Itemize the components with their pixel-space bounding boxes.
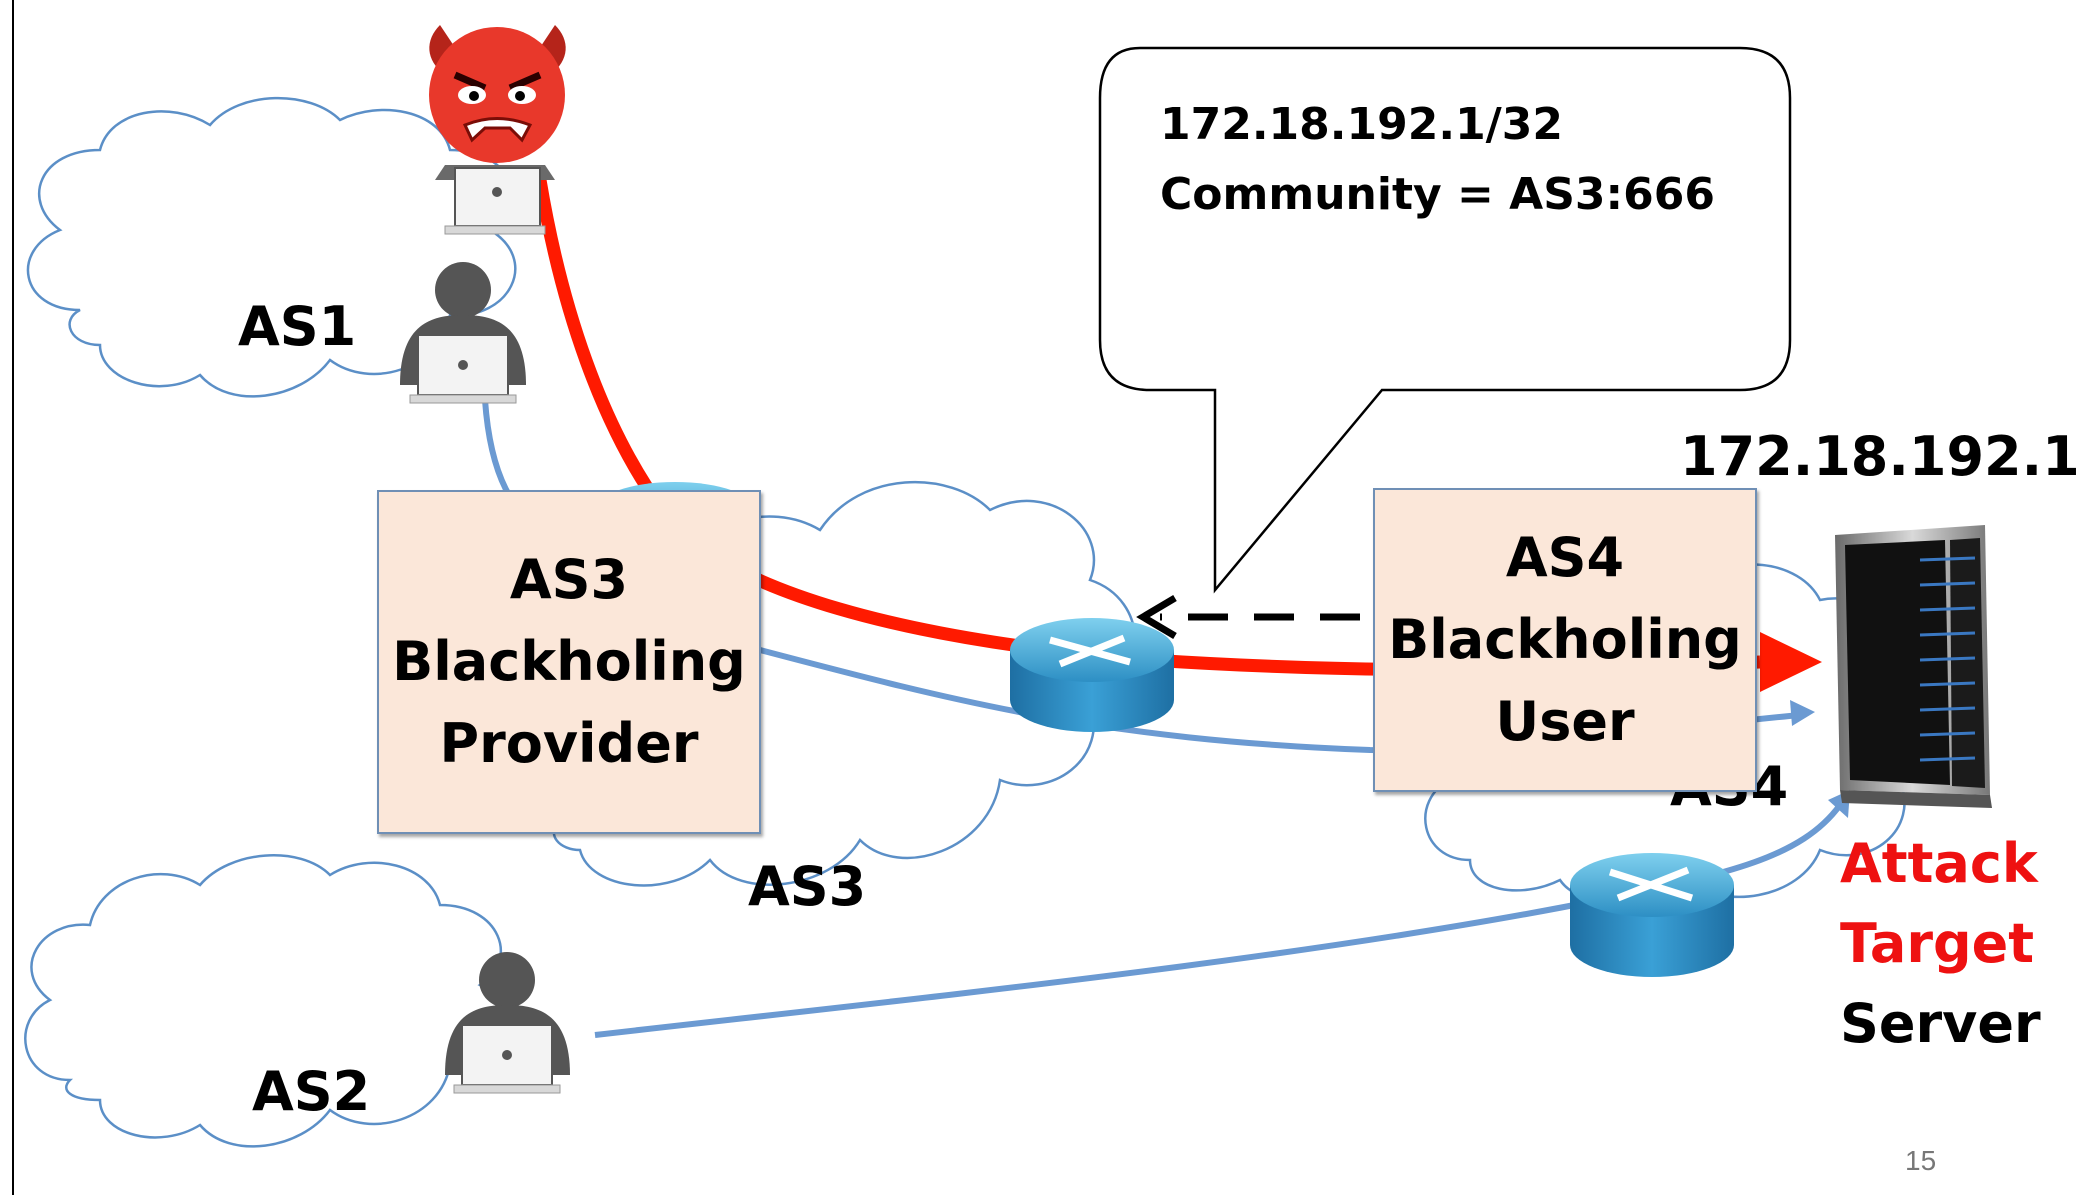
user-laptop-icon [445,952,570,1094]
server-label-attack: Attack [1840,832,2038,895]
as4-note-line-1: AS4 [1505,526,1625,589]
bgp-speech-bubble [1098,46,1792,594]
devil-icon [429,25,566,163]
bgp-announce-arrowhead [1136,594,1177,640]
page-number: 15 [1905,1145,1937,1176]
bgp-announcement-text: 172.18.192.1/32 Community = AS3:666 [1160,90,1715,230]
server-ip-label: 172.18.192.1 [1680,425,2080,488]
router-icon [1010,618,1174,732]
as4-note-line-3: User [1495,690,1635,753]
user-laptop-icon [435,165,555,235]
attack-arrowhead [1760,632,1822,692]
slide-left-border [12,0,14,1195]
legit-arrowhead-1 [1790,700,1815,726]
as4-user-note: AS4 Blackholing User [1373,488,1757,792]
bgp-community: Community = AS3:666 [1160,169,1715,220]
as3-note-line-3: Provider [439,712,699,775]
server-rack-icon [1835,525,1992,808]
cloud-label-as3: AS3 [748,855,867,918]
user-laptop-icon [400,262,526,404]
as3-provider-note: AS3 Blackholing Provider [377,490,761,834]
router-icon [1570,853,1734,977]
bgp-prefix: 172.18.192.1/32 [1160,99,1563,150]
cloud-as2 [24,854,507,1148]
server-label-target: Target [1840,912,2035,975]
cloud-label-as1: AS1 [238,295,357,358]
as4-note-line-2: Blackholing [1388,608,1742,671]
cloud-label-as2: AS2 [252,1060,371,1123]
as3-note-line-1: AS3 [509,548,629,611]
legit-path-as2-to-server [594,803,1843,1038]
as3-note-line-2: Blackholing [392,630,746,693]
server-label-server: Server [1840,992,2041,1055]
